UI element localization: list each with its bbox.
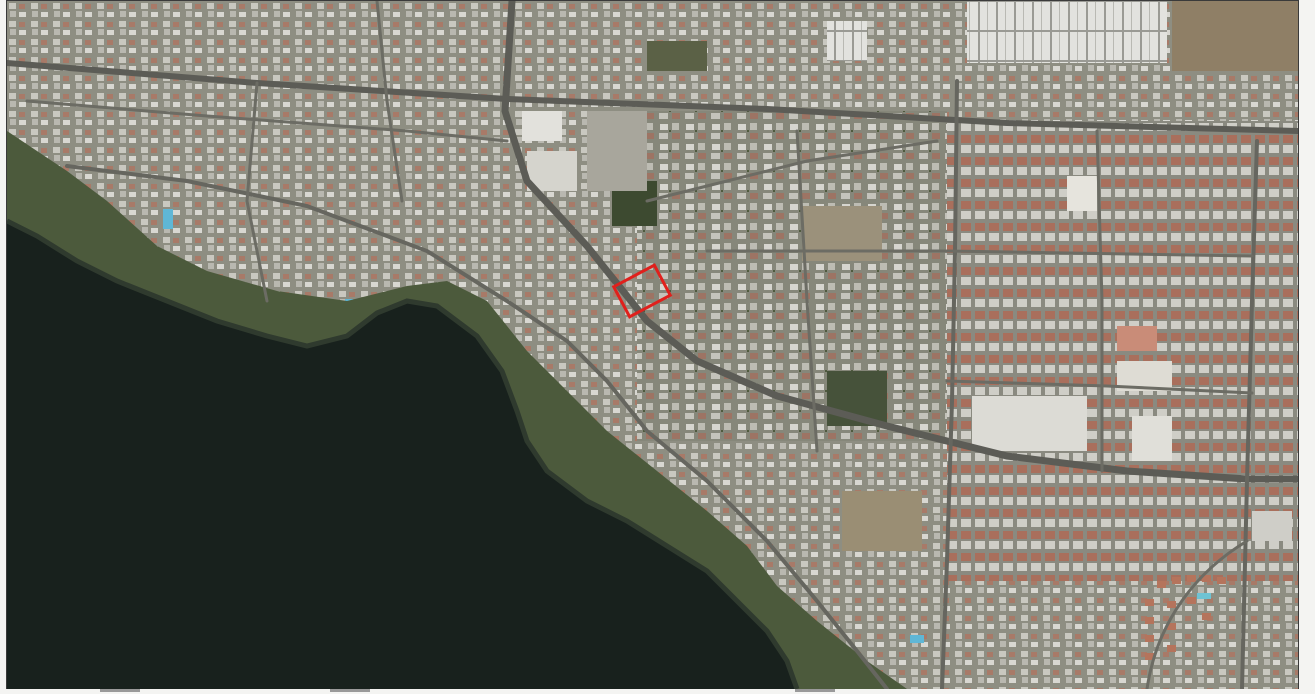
open-land-patch xyxy=(587,111,647,191)
swimming-pool xyxy=(163,209,173,229)
large-building xyxy=(1117,326,1157,351)
vegetation-patch xyxy=(647,41,707,71)
large-building xyxy=(1132,416,1172,461)
sea-shoreline xyxy=(7,218,800,689)
page-bottom-margin xyxy=(0,689,1315,694)
large-building xyxy=(1252,511,1292,541)
scan-artifact xyxy=(100,689,140,692)
large-building xyxy=(527,151,577,191)
scan-artifact xyxy=(330,689,370,692)
swimming-pool xyxy=(910,635,924,643)
large-building xyxy=(972,396,1087,451)
open-land-patch xyxy=(802,206,882,261)
greenhouse-field-small xyxy=(827,21,867,61)
road-network xyxy=(7,1,1298,689)
large-building xyxy=(522,111,562,141)
greenhouse-field xyxy=(967,1,1167,63)
farmland-northeast xyxy=(1172,1,1298,71)
highlighted-parcel-outline[interactable] xyxy=(611,263,673,319)
open-land-patch xyxy=(842,491,922,551)
sea-water xyxy=(7,221,797,689)
residential-compound xyxy=(1145,575,1226,660)
swimming-pool xyxy=(1197,593,1211,599)
aerial-map-view[interactable] xyxy=(6,0,1299,690)
urban-area-central xyxy=(637,111,947,441)
sports-field xyxy=(1067,176,1097,211)
aerial-map-canvas xyxy=(7,1,1298,689)
scan-artifact xyxy=(795,689,835,692)
